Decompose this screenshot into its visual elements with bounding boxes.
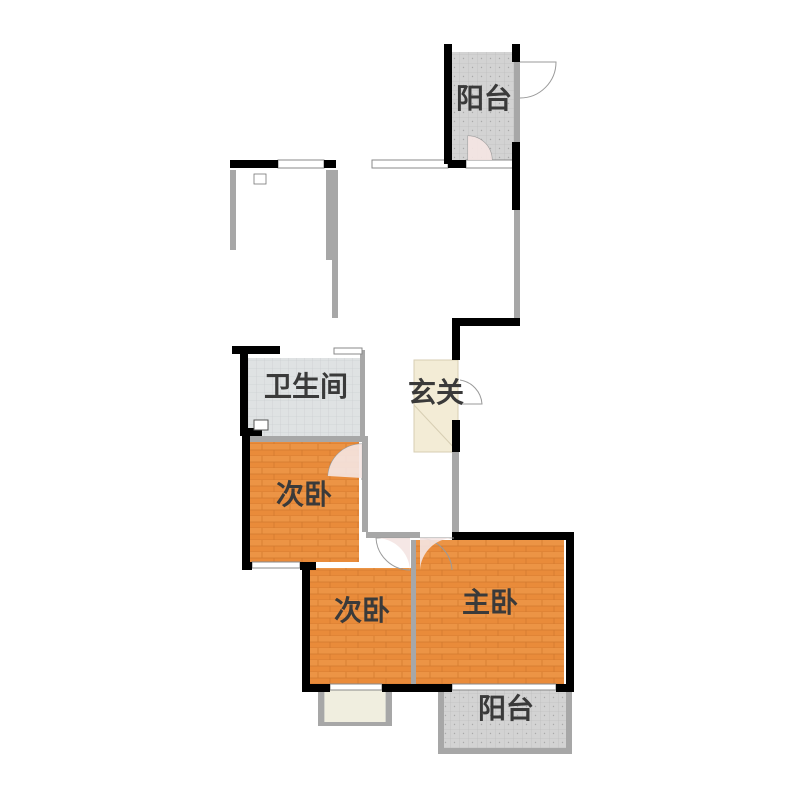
balcony-bottom-floor bbox=[444, 690, 566, 748]
room-label-bedroom-second-upper: 次卧 bbox=[276, 478, 332, 511]
room-label-bedroom-master: 主卧 bbox=[462, 586, 518, 619]
bedroom-second-lower-floor bbox=[310, 568, 412, 684]
room-label-balcony-bottom: 阳台 bbox=[478, 692, 534, 725]
bay-window-floor bbox=[323, 689, 387, 725]
structural-walls bbox=[230, 44, 574, 692]
room-label-balcony-top: 阳台 bbox=[456, 82, 512, 115]
entrance-floor bbox=[413, 359, 459, 453]
partition-walls bbox=[230, 52, 572, 754]
room-label-bedroom-second-lower: 次卧 bbox=[334, 594, 390, 627]
bedroom-master-floor bbox=[416, 540, 564, 684]
toilet-icon bbox=[253, 419, 269, 431]
door-leaf-fills bbox=[328, 136, 492, 570]
entrance-floor-diagonal bbox=[413, 404, 459, 453]
room-label-bathroom: 卫生间 bbox=[264, 370, 348, 403]
room-label-entrance: 玄关 bbox=[408, 376, 464, 409]
fixture-icon bbox=[253, 173, 267, 185]
